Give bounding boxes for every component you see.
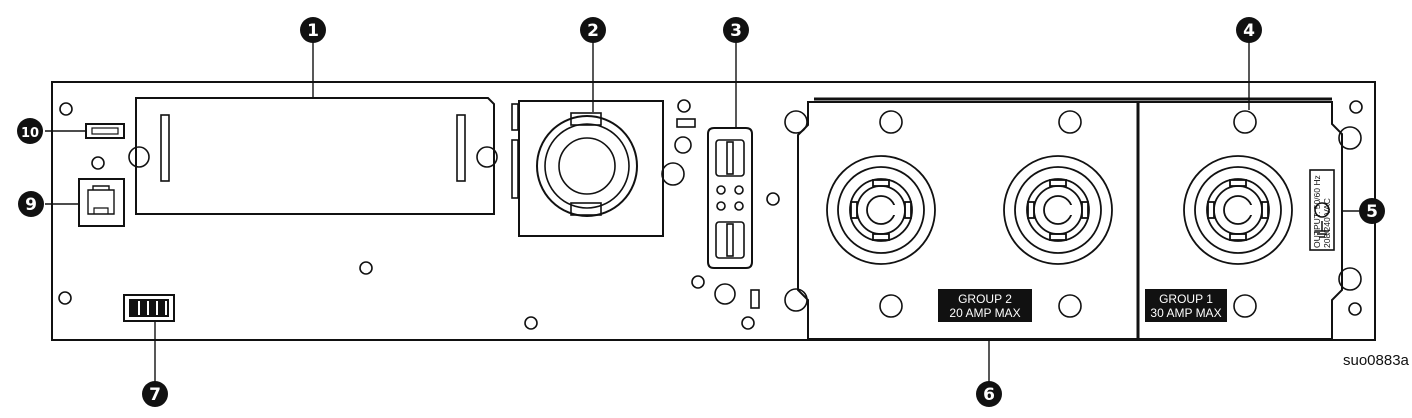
output-label-line2: 208/240 VAC bbox=[1322, 198, 1332, 248]
mounting-hole bbox=[1348, 302, 1362, 316]
output-rating-label: OUTPUT: 50/60 Hz 208/240 VAC bbox=[1309, 169, 1335, 251]
mounting-hole bbox=[524, 316, 538, 330]
mounting-hole bbox=[691, 275, 705, 289]
callout-10: 10 bbox=[17, 118, 43, 144]
callout-1: 1 bbox=[300, 17, 326, 43]
rj45-port-icon bbox=[78, 178, 125, 227]
group1-label-line2: 30 AMP MAX bbox=[1150, 306, 1221, 320]
battery-connector bbox=[518, 100, 664, 237]
callout-number: 2 bbox=[587, 21, 599, 41]
callout-7: 7 bbox=[142, 381, 168, 407]
group2-label-line2: 20 AMP MAX bbox=[949, 306, 1020, 320]
mounting-hole bbox=[91, 156, 105, 170]
callout-9: 9 bbox=[18, 191, 44, 217]
figure-id: suo0883a bbox=[1343, 352, 1409, 369]
callout-number: 10 bbox=[21, 126, 39, 141]
mounting-hole bbox=[359, 261, 373, 275]
ground-screw bbox=[1314, 202, 1330, 218]
twist-lock-outlet-icon bbox=[826, 155, 936, 265]
callout-number: 4 bbox=[1243, 21, 1255, 41]
mounting-hole bbox=[1349, 100, 1363, 114]
smartslot-cover bbox=[135, 97, 495, 215]
group2-badge: GROUP 2 20 AMP MAX bbox=[938, 289, 1032, 322]
callout-6: 6 bbox=[976, 381, 1002, 407]
callout-number: 9 bbox=[25, 195, 37, 215]
callout-2: 2 bbox=[580, 17, 606, 43]
mounting-hole bbox=[741, 316, 755, 330]
callout-number: 7 bbox=[149, 385, 161, 405]
group1-badge: GROUP 1 30 AMP MAX bbox=[1145, 289, 1227, 322]
group1-label-line1: GROUP 1 bbox=[1159, 292, 1213, 306]
input-connector bbox=[707, 127, 753, 269]
dip-switch-icon bbox=[123, 294, 175, 322]
mounting-hole bbox=[59, 102, 73, 116]
callout-number: 1 bbox=[307, 21, 319, 41]
mounting-hole bbox=[766, 192, 780, 206]
twist-lock-outlet-icon bbox=[1183, 155, 1293, 265]
mounting-hole bbox=[58, 291, 72, 305]
ground-symbol-icon bbox=[1315, 221, 1329, 238]
output-group1-plate bbox=[1137, 101, 1343, 340]
twist-lock-outlet-icon bbox=[1003, 155, 1113, 265]
output-label-line1: OUTPUT: 50/60 Hz bbox=[1312, 175, 1322, 248]
callout-number: 6 bbox=[983, 385, 995, 405]
callout-3: 3 bbox=[723, 17, 749, 43]
callout-number: 3 bbox=[730, 21, 742, 41]
callout-5: 5 bbox=[1359, 198, 1385, 224]
callout-4: 4 bbox=[1236, 17, 1262, 43]
group2-label-line1: GROUP 2 bbox=[958, 292, 1012, 306]
callout-number: 5 bbox=[1366, 202, 1378, 222]
mounting-hole bbox=[677, 99, 691, 113]
